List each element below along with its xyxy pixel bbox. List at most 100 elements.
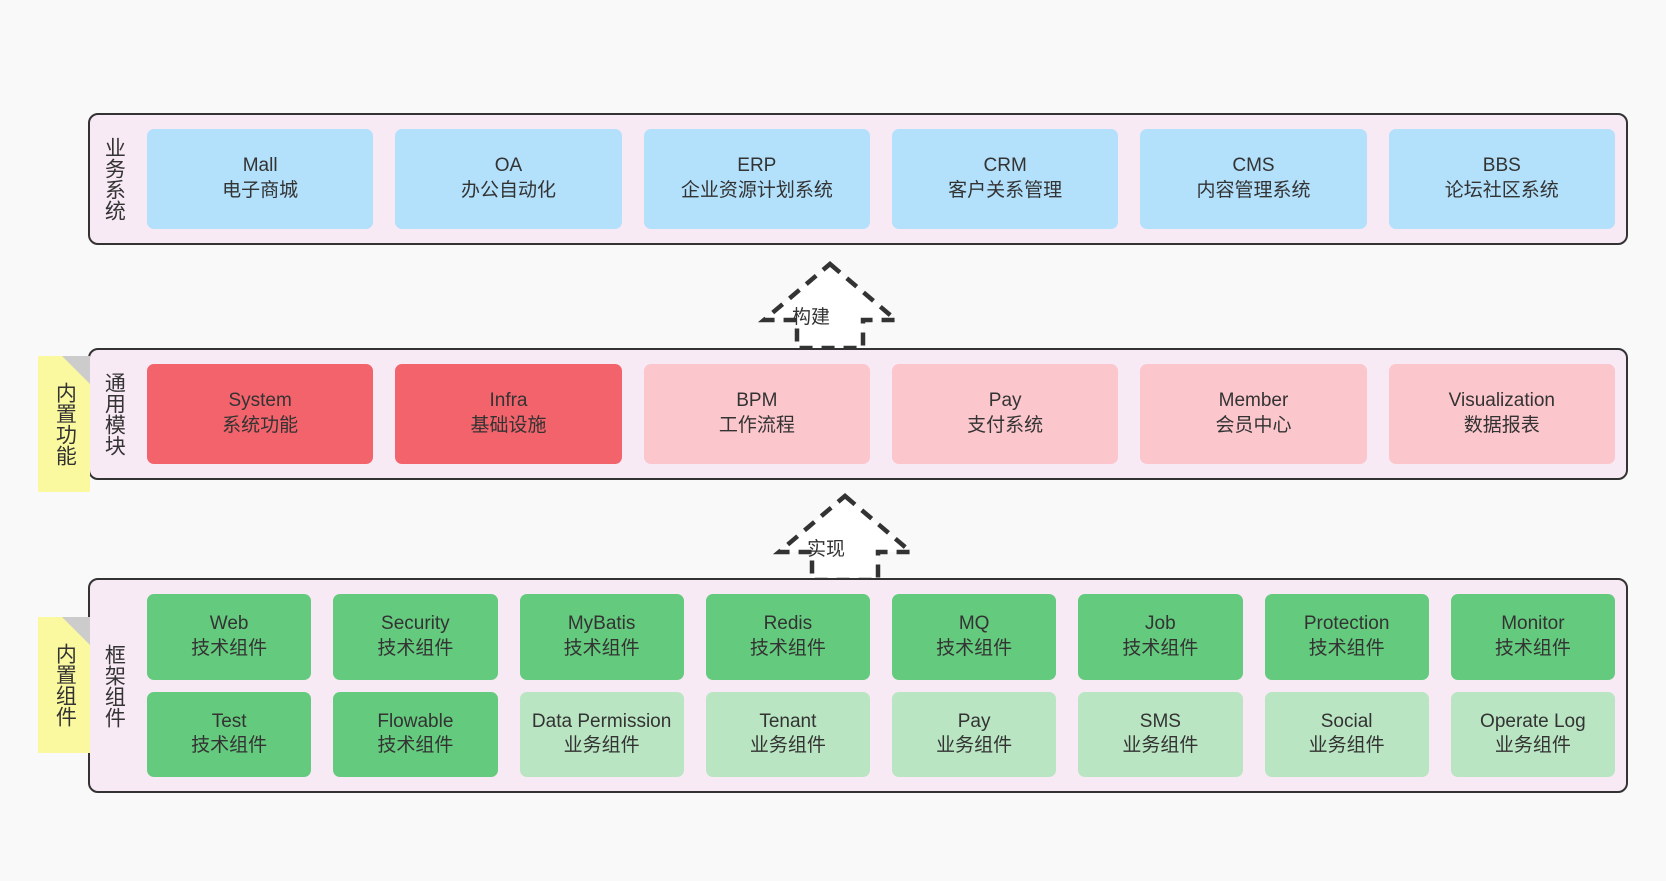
card-member[interactable]: Member 会员中心 bbox=[1140, 364, 1367, 464]
note-builtin-features: 内置功能 bbox=[38, 356, 90, 492]
card-cms[interactable]: CMS 内容管理系统 bbox=[1140, 129, 1367, 229]
implement-arrow: 实现 bbox=[770, 490, 920, 583]
layer-business-systems: 业务系统 Mall 电子商城 OA 办公自动化 ERP 企业资源计划系统 CRM… bbox=[88, 113, 1628, 245]
card-row: Web 技术组件 Security 技术组件 MyBatis 技术组件 Redi… bbox=[136, 594, 1626, 680]
card-bbs[interactable]: BBS 论坛社区系统 bbox=[1388, 129, 1615, 229]
card-row: System 系统功能 Infra 基础设施 BPM 工作流程 Pay 支付系统… bbox=[136, 364, 1626, 464]
note-label: 内置功能 bbox=[53, 382, 77, 466]
card-subtitle: 业务组件 bbox=[563, 735, 640, 757]
card-visualization[interactable]: Visualization 数据报表 bbox=[1388, 364, 1615, 464]
card-subtitle: 技术组件 bbox=[377, 637, 454, 659]
card-subtitle: 内容管理系统 bbox=[1196, 180, 1311, 201]
card-subtitle: 企业资源计划系统 bbox=[680, 180, 833, 201]
layer-cards-common-modules: System 系统功能 Infra 基础设施 BPM 工作流程 Pay 支付系统… bbox=[136, 350, 1626, 478]
card-title: Redis bbox=[763, 613, 813, 635]
card-mq[interactable]: MQ 技术组件 bbox=[892, 594, 1057, 680]
card-subtitle: 数据报表 bbox=[1463, 415, 1540, 436]
card-title: Job bbox=[1145, 613, 1176, 635]
card-title: Pay bbox=[988, 390, 1022, 412]
card-crm[interactable]: CRM 客户关系管理 bbox=[891, 129, 1119, 229]
card-title: CMS bbox=[1232, 155, 1275, 177]
card-operate-log[interactable]: Operate Log 业务组件 bbox=[1450, 691, 1615, 777]
layer-cards-business-systems: Mall 电子商城 OA 办公自动化 ERP 企业资源计划系统 CRM 客户关系… bbox=[136, 115, 1626, 243]
card-title: Flowable bbox=[377, 710, 454, 732]
card-mybatis[interactable]: MyBatis 技术组件 bbox=[519, 594, 684, 680]
note-fold-corner-icon bbox=[62, 617, 90, 645]
card-pay[interactable]: Pay 支付系统 bbox=[891, 364, 1119, 464]
card-title: Web bbox=[209, 613, 249, 635]
card-subtitle: 业务组件 bbox=[749, 735, 826, 757]
card-oa[interactable]: OA 办公自动化 bbox=[395, 129, 622, 229]
card-title: Pay bbox=[957, 710, 991, 732]
card-pay-business[interactable]: Pay 业务组件 bbox=[892, 691, 1057, 777]
card-subtitle: 系统功能 bbox=[222, 415, 299, 436]
card-data-permission[interactable]: Data Permission 业务组件 bbox=[519, 691, 684, 777]
card-subtitle: 工作流程 bbox=[718, 415, 795, 436]
card-subtitle: 会员中心 bbox=[1215, 415, 1292, 436]
card-title: Tenant bbox=[759, 710, 817, 732]
card-subtitle: 技术组件 bbox=[1122, 637, 1199, 659]
card-title: Protection bbox=[1303, 613, 1390, 635]
card-subtitle: 论坛社区系统 bbox=[1444, 180, 1559, 201]
card-title: BBS bbox=[1482, 155, 1521, 177]
note-fold-corner-icon bbox=[62, 356, 90, 384]
card-subtitle: 技术组件 bbox=[191, 735, 268, 757]
card-subtitle: 技术组件 bbox=[563, 637, 640, 659]
card-subtitle: 业务组件 bbox=[1122, 735, 1199, 757]
card-infra[interactable]: Infra 基础设施 bbox=[395, 364, 622, 464]
card-subtitle: 业务组件 bbox=[936, 735, 1013, 757]
card-subtitle: 支付系统 bbox=[967, 415, 1044, 436]
card-row: Mall 电子商城 OA 办公自动化 ERP 企业资源计划系统 CRM 客户关系… bbox=[136, 129, 1626, 229]
card-subtitle: 技术组件 bbox=[1494, 637, 1571, 659]
card-subtitle: 基础设施 bbox=[470, 415, 547, 436]
card-row: Test 技术组件 Flowable 技术组件 Data Permission … bbox=[136, 691, 1626, 777]
layer-framework-components: 框架组件 Web 技术组件 Security 技术组件 MyBatis 技术组件… bbox=[88, 578, 1628, 793]
layer-title-framework-components: 框架组件 bbox=[102, 643, 126, 728]
note-builtin-components: 内置组件 bbox=[38, 617, 90, 753]
card-subtitle: 技术组件 bbox=[191, 637, 268, 659]
card-subtitle: 技术组件 bbox=[749, 637, 826, 659]
card-bpm[interactable]: BPM 工作流程 bbox=[643, 364, 870, 464]
build-arrow-label: 构建 bbox=[792, 307, 831, 328]
card-title: OA bbox=[494, 155, 523, 177]
card-subtitle: 技术组件 bbox=[1308, 637, 1385, 659]
card-security[interactable]: Security 技术组件 bbox=[333, 594, 498, 680]
card-title: Test bbox=[211, 710, 247, 732]
card-title: MQ bbox=[958, 613, 990, 635]
card-title: SMS bbox=[1139, 710, 1181, 732]
card-title: CRM bbox=[983, 155, 1027, 177]
card-tenant[interactable]: Tenant 业务组件 bbox=[705, 691, 870, 777]
layer-common-modules: 通用模块 System 系统功能 Infra 基础设施 BPM 工作流程 Pay… bbox=[88, 348, 1628, 480]
card-title: Member bbox=[1218, 390, 1289, 412]
card-test[interactable]: Test 技术组件 bbox=[147, 691, 312, 777]
card-subtitle: 业务组件 bbox=[1308, 735, 1385, 757]
card-title: Data Permission bbox=[531, 710, 672, 732]
card-subtitle: 业务组件 bbox=[1494, 735, 1571, 757]
card-title: Security bbox=[381, 613, 450, 635]
card-subtitle: 办公自动化 bbox=[460, 180, 556, 201]
card-title: Infra bbox=[489, 390, 528, 412]
card-title: ERP bbox=[737, 155, 777, 177]
card-social[interactable]: Social 业务组件 bbox=[1264, 691, 1429, 777]
card-subtitle: 技术组件 bbox=[936, 637, 1013, 659]
card-title: Monitor bbox=[1501, 613, 1565, 635]
card-monitor[interactable]: Monitor 技术组件 bbox=[1450, 594, 1615, 680]
card-protection[interactable]: Protection 技术组件 bbox=[1264, 594, 1429, 680]
card-sms[interactable]: SMS 业务组件 bbox=[1078, 691, 1243, 777]
layer-title-business-systems: 业务系统 bbox=[102, 137, 126, 221]
card-flowable[interactable]: Flowable 技术组件 bbox=[333, 691, 498, 777]
card-title: System bbox=[228, 390, 292, 412]
build-arrow: 构建 bbox=[755, 258, 905, 351]
card-erp[interactable]: ERP 企业资源计划系统 bbox=[643, 129, 870, 229]
card-subtitle: 客户关系管理 bbox=[948, 180, 1063, 201]
card-job[interactable]: Job 技术组件 bbox=[1078, 594, 1243, 680]
card-subtitle: 电子商城 bbox=[222, 180, 299, 201]
card-mall[interactable]: Mall 电子商城 bbox=[147, 129, 374, 229]
note-label: 内置组件 bbox=[53, 643, 77, 727]
card-title: Social bbox=[1320, 710, 1373, 732]
card-web[interactable]: Web 技术组件 bbox=[147, 594, 312, 680]
card-title: MyBatis bbox=[567, 613, 636, 635]
card-system[interactable]: System 系统功能 bbox=[147, 364, 374, 464]
card-redis[interactable]: Redis 技术组件 bbox=[705, 594, 870, 680]
